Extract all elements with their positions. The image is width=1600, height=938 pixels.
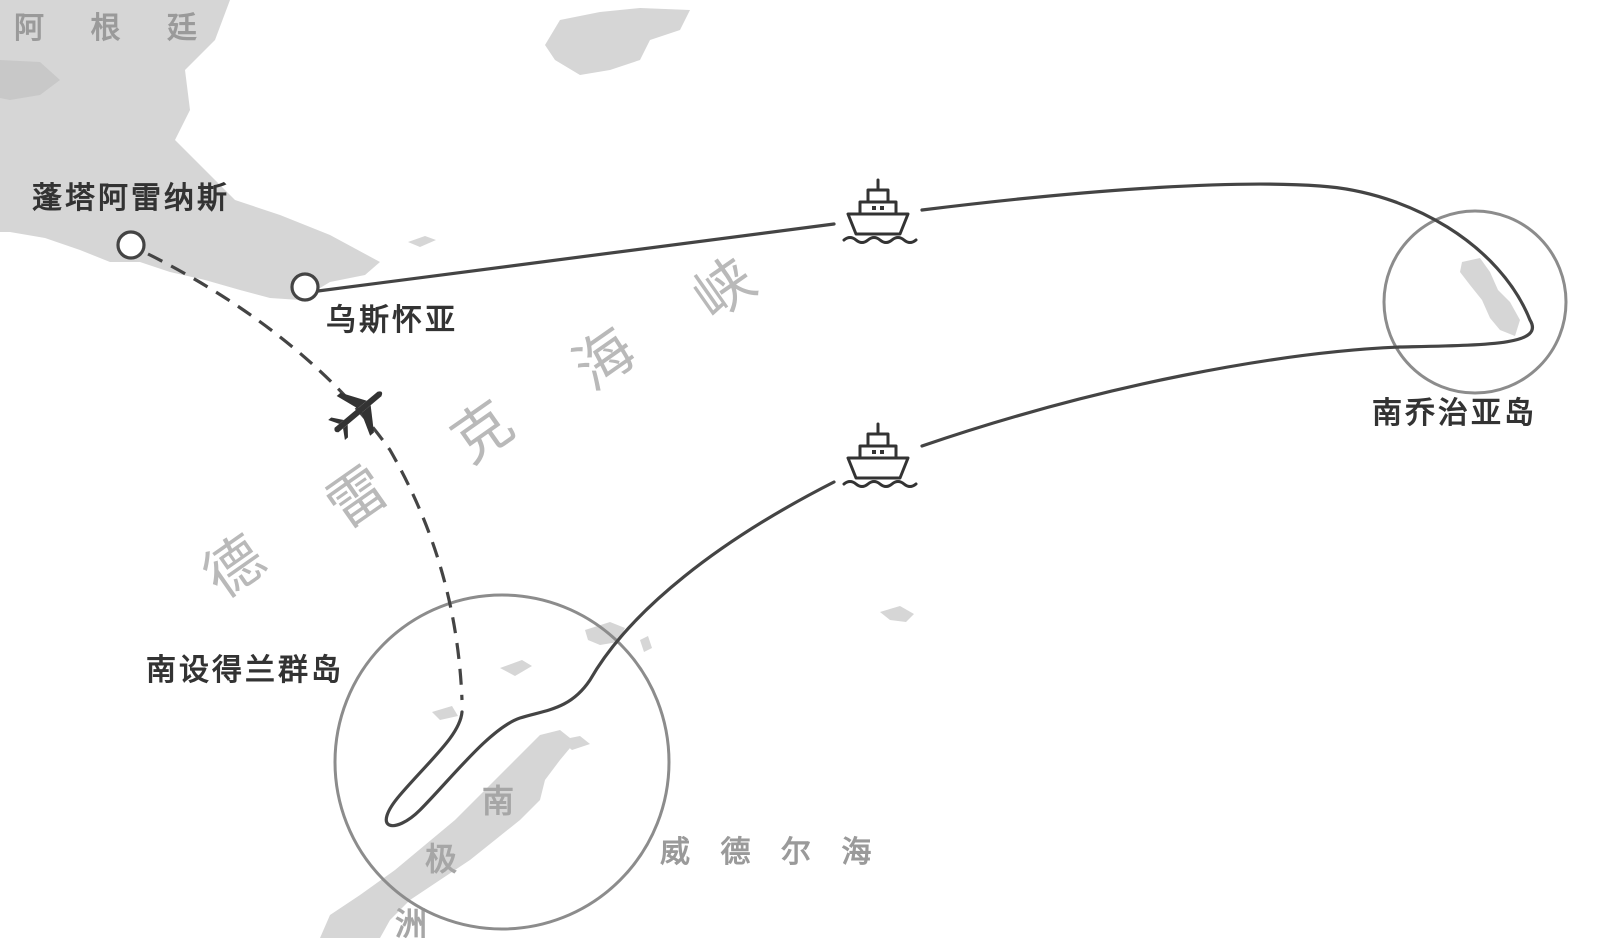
label-ushuaia: 乌斯怀亚 xyxy=(326,303,458,338)
label-argentina: 阿 根 廷 xyxy=(14,11,215,46)
south-georgia-land xyxy=(1460,258,1520,336)
antarctica-char-3: 洲 xyxy=(395,905,427,938)
node-ushuaia[interactable] xyxy=(290,272,320,302)
ship-icon xyxy=(842,178,918,244)
label-drake-passage: 德 雷 克 海 峡 xyxy=(191,244,768,611)
drake-char-3: 克 xyxy=(439,387,526,476)
label-antarctica: 南 极 洲 xyxy=(395,782,514,938)
antarctica-char-1: 南 xyxy=(482,782,514,820)
land-masses xyxy=(0,0,1520,938)
flight-route xyxy=(147,252,464,701)
islet-5 xyxy=(432,706,458,720)
antarctica-char-2: 极 xyxy=(425,840,457,878)
drake-char-2: 雷 xyxy=(314,452,401,541)
antarctic-peninsula xyxy=(320,730,575,938)
node-punta-arenas[interactable] xyxy=(116,230,146,260)
islet-3 xyxy=(640,636,652,652)
islet-2 xyxy=(500,660,532,676)
label-weddell-sea: 威 德 尔 海 xyxy=(660,835,881,870)
label-south-georgia: 南乔治亚岛 xyxy=(1372,396,1537,431)
south-shetland-ring xyxy=(333,593,671,931)
south-orkney-islands xyxy=(880,606,914,622)
falkland-islands xyxy=(545,8,690,75)
south-america-land xyxy=(0,0,380,300)
argentina-coast xyxy=(0,60,60,100)
airplane-icon xyxy=(328,391,383,440)
ship-route-outbound-2 xyxy=(920,182,1534,448)
drake-char-1: 德 xyxy=(191,522,278,611)
ship-route-outbound xyxy=(316,222,836,293)
drake-char-4: 海 xyxy=(561,314,648,403)
drake-char-5: 峡 xyxy=(681,244,768,333)
ship-icon xyxy=(842,422,918,488)
islet-1 xyxy=(408,236,436,247)
label-south-shetland: 南设得兰群岛 xyxy=(146,653,344,688)
south-georgia-ring xyxy=(1382,209,1568,395)
label-punta-arenas: 蓬塔阿雷纳斯 xyxy=(32,181,230,216)
ship-route-return xyxy=(384,480,836,828)
